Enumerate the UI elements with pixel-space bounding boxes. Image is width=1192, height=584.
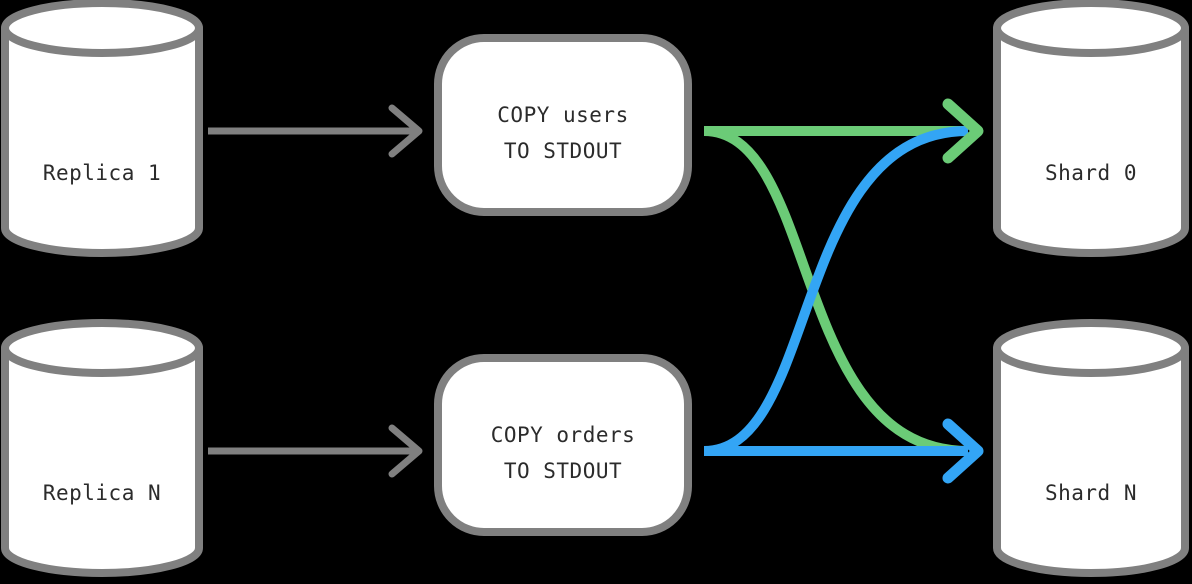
node-copy-orders[interactable]: COPY orders TO STDOUT xyxy=(434,354,692,536)
cylinder-top xyxy=(993,0,1189,57)
arrowhead-icon xyxy=(388,424,423,478)
node-shard-0[interactable]: Shard 0 xyxy=(993,0,1189,257)
cylinder-body xyxy=(1,24,203,257)
node-label-replica-n: Replica N xyxy=(43,481,161,505)
process-box xyxy=(434,354,692,536)
cylinder-body xyxy=(993,24,1189,257)
node-label-shard-n: Shard N xyxy=(1045,481,1137,505)
node-label-copy-orders-line1: COPY orders xyxy=(491,423,636,447)
cylinder-top xyxy=(1,319,203,377)
cylinder-body xyxy=(993,344,1189,577)
arrowhead-icon xyxy=(388,104,423,158)
cylinder-top xyxy=(1,0,203,57)
process-box xyxy=(434,34,692,216)
node-replica-n[interactable]: Replica N xyxy=(1,319,203,577)
node-label-copy-users-line1: COPY users xyxy=(497,103,628,127)
node-replica-1[interactable]: Replica 1 xyxy=(1,0,203,257)
connector-copyorders-to-shard0 xyxy=(703,126,969,456)
node-copy-users[interactable]: COPY users TO STDOUT xyxy=(434,34,692,216)
connector-curve xyxy=(703,126,969,456)
connector-copyusers-to-shardn xyxy=(703,126,969,456)
node-label-shard-0: Shard 0 xyxy=(1045,161,1137,185)
arrowhead-icon-green xyxy=(942,98,984,164)
node-shard-n[interactable]: Shard N xyxy=(993,319,1189,577)
cylinder-top xyxy=(993,319,1189,377)
connector-replica1-to-copyusers xyxy=(208,104,423,158)
node-label-copy-users-line2: TO STDOUT xyxy=(504,139,622,163)
connector-curve xyxy=(703,126,969,456)
arrowhead-icon-blue xyxy=(942,418,984,484)
node-label-copy-orders-line2: TO STDOUT xyxy=(504,459,622,483)
connector-replican-to-copyorders xyxy=(208,424,423,478)
node-label-replica-1: Replica 1 xyxy=(43,161,161,185)
cylinder-body xyxy=(1,344,203,577)
